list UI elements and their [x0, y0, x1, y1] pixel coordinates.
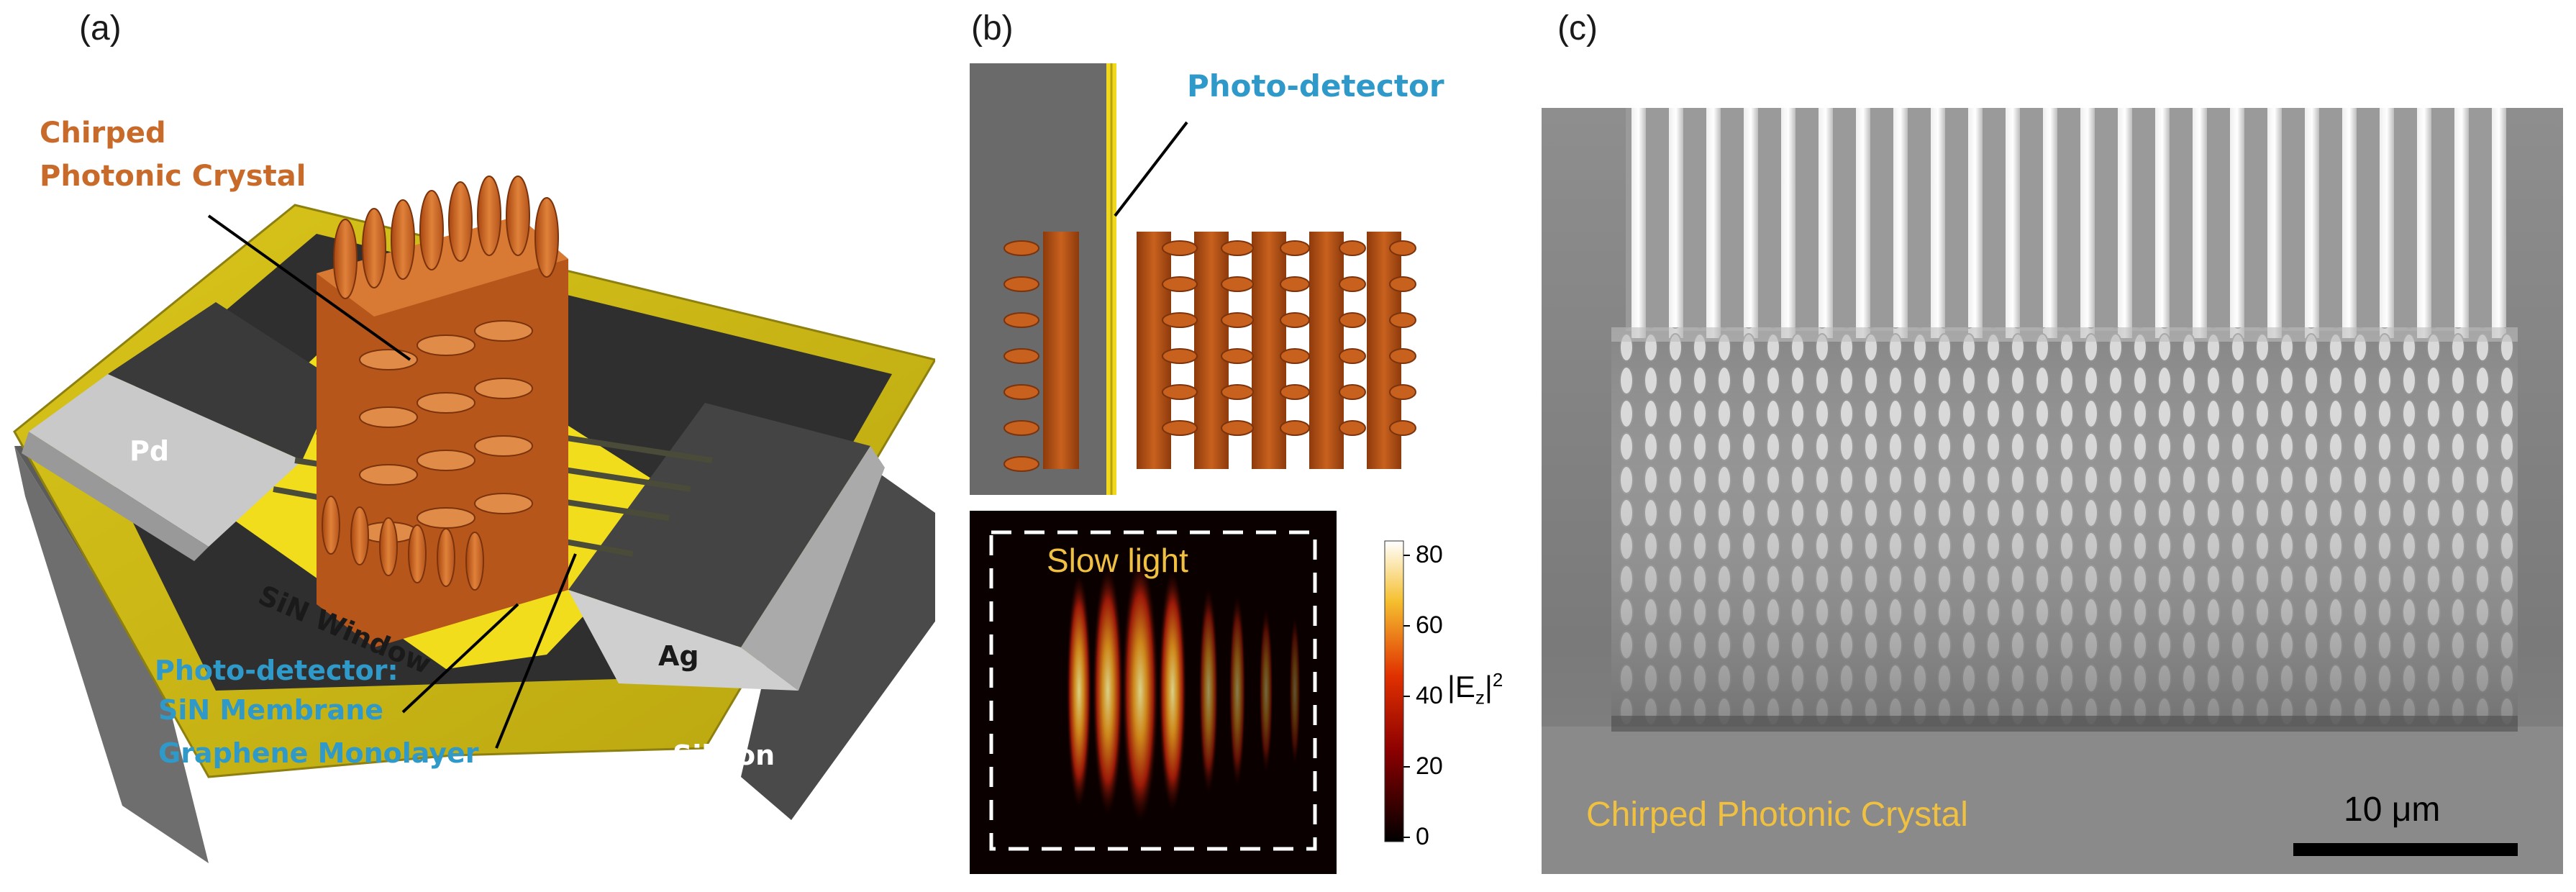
label-pd: Pd: [129, 435, 170, 467]
label-detector-title: Photo-detector:: [155, 655, 399, 686]
colorbar-label-sub: z: [1475, 686, 1485, 709]
label-ag: Ag: [658, 640, 699, 672]
ag-pad: [568, 403, 885, 691]
colorbar-label-bar: |: [1484, 670, 1493, 704]
colorbar-tick-0: 0: [1416, 823, 1429, 850]
colorbar-tick-40: 40: [1416, 682, 1443, 709]
colorbar-label-sup: 2: [1492, 669, 1503, 691]
leader-crystal: [207, 214, 411, 361]
label-slow-light: Slow light: [1047, 542, 1188, 579]
sem-caption: Chirped Photonic Crystal: [1586, 796, 1968, 834]
panel-b-tag: (b): [971, 9, 1014, 47]
label-b-photodetector: Photo-detector: [1187, 68, 1444, 104]
label-silicon: Silicon: [673, 739, 775, 771]
photonic-crystal: [317, 176, 568, 647]
colorbar-tick-20: 20: [1416, 752, 1443, 780]
colorbar-label-main: |E: [1447, 670, 1475, 704]
leader-graphene: [495, 553, 577, 749]
label-detector-graphene: Graphene Monolayer: [158, 737, 479, 769]
colorbar-tick-80: 80: [1416, 541, 1443, 568]
sem-scalebar-label: 10 μm: [2344, 791, 2441, 829]
leader-membrane: [401, 603, 519, 714]
colorbar-label: |Ez|2: [1447, 669, 1503, 709]
colorbar-tick-60: 60: [1416, 611, 1443, 639]
label-crystal-line2: Photonic Crystal: [40, 160, 306, 193]
panel-a-tag: (a): [79, 9, 122, 47]
label-detector-membrane: SiN Membrane: [158, 694, 384, 726]
pd-pad: [22, 302, 338, 561]
label-crystal-line1: Chirped: [40, 117, 166, 150]
panel-c-tag: (c): [1557, 9, 1598, 47]
panel-a-illustration: [13, 176, 935, 863]
